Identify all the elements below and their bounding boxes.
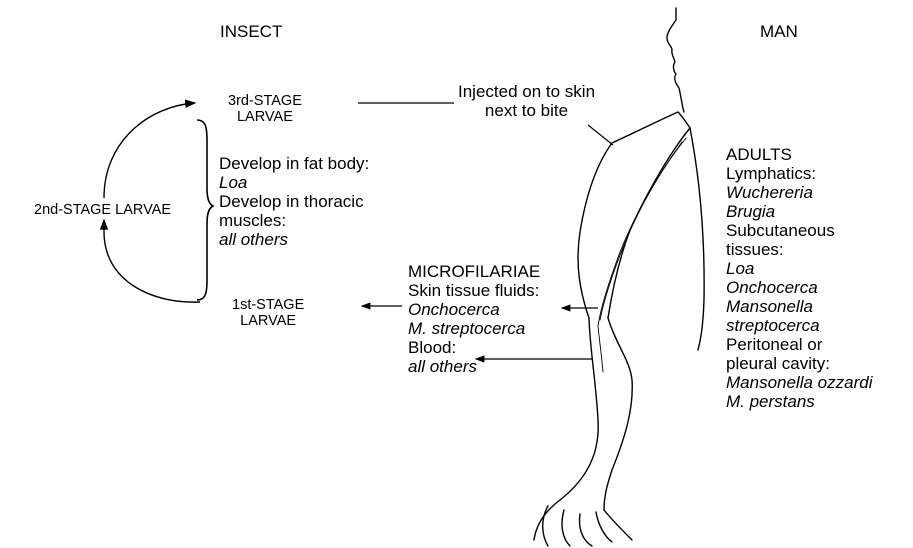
brace xyxy=(197,120,213,300)
injection-label: Injected on to skin next to bite xyxy=(458,82,595,120)
microfilariae-block: MICROFILARIAE Skin tissue fluids: Onchoc… xyxy=(408,262,540,376)
insect-development-text: Develop in fat body: Loa Develop in thor… xyxy=(219,154,369,249)
second-stage-larvae-label: 2nd-STAGE LARVAE xyxy=(34,202,171,218)
skin-fluids-label: Skin tissue fluids: xyxy=(408,281,540,300)
adults-block: ADULTS Lymphatics: Wuchereria Brugia Sub… xyxy=(726,145,872,411)
third-stage-larvae-label: 3rd-STAGE LARVAE xyxy=(228,93,302,125)
microfilariae-title: MICROFILARIAE xyxy=(408,262,540,281)
adults-title: ADULTS xyxy=(726,145,872,164)
man-header: MAN xyxy=(760,22,798,41)
cycle-arc-lower xyxy=(104,220,200,302)
cycle-arc-upper xyxy=(104,103,195,198)
first-stage-larvae-label: 1st-STAGE LARVAE xyxy=(232,297,304,329)
blood-label: Blood: xyxy=(408,338,540,357)
bite-pointer xyxy=(588,125,613,145)
insect-header: INSECT xyxy=(220,22,282,41)
